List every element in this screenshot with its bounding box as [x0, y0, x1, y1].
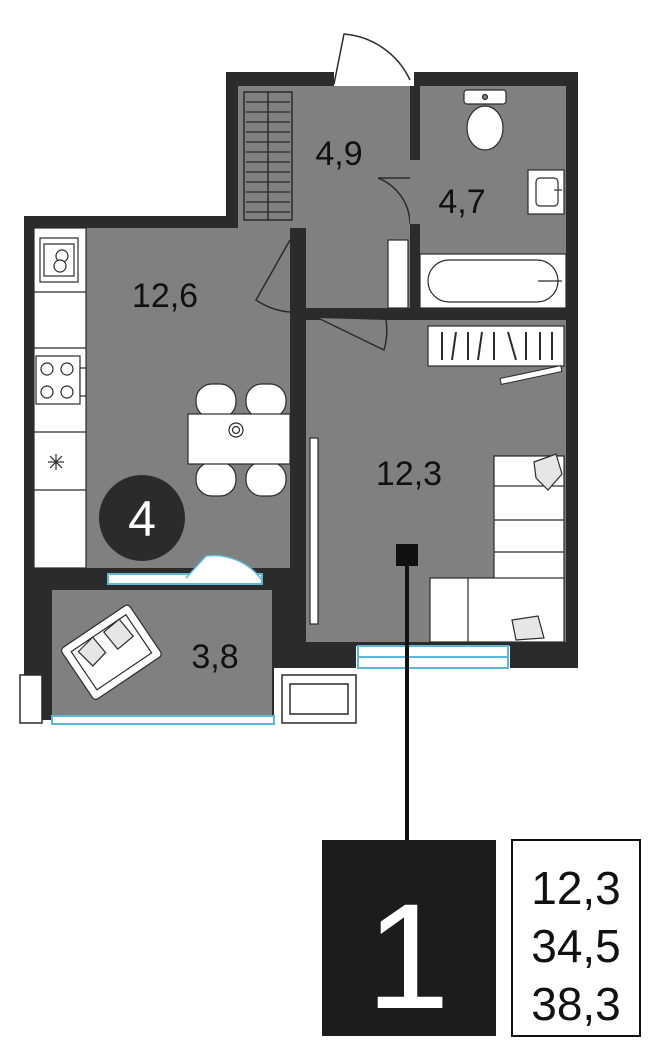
balcony-door [185, 554, 263, 581]
kitchen-door [255, 239, 291, 313]
living-area-label: 12,3 [376, 455, 442, 493]
stove-icon [35, 355, 87, 405]
bath-partition [387, 239, 409, 309]
wardrobe-living [309, 437, 319, 625]
sofa-icon [429, 453, 565, 643]
rooms-count: 1 [366, 872, 449, 1040]
kitchen-sink-icon [39, 237, 79, 283]
hall-area-label: 4,9 [315, 135, 362, 173]
shelf [499, 365, 563, 385]
entrance-door [333, 33, 411, 85]
area-summary: 12,3 34,5 38,3 [511, 839, 641, 1037]
doors [185, 33, 420, 581]
total-with-balcony-value: 38,3 [531, 978, 621, 1030]
armchair-icon [61, 604, 162, 700]
toilet-icon [463, 89, 507, 151]
floor-marker-number: 4 [128, 491, 156, 547]
balcony-window [51, 715, 275, 725]
total-area-value: 34,5 [531, 920, 621, 972]
bathroom-area-label: 4,7 [438, 183, 485, 221]
bathtub-icon [419, 253, 567, 309]
leader-line [396, 544, 418, 840]
living-door [317, 317, 388, 352]
fridge-icon [48, 454, 64, 470]
floor-marker: 4 [99, 475, 185, 561]
bathroom-door [377, 177, 411, 225]
wardrobe [243, 91, 293, 221]
balcony-area-label: 3,8 [191, 638, 238, 676]
rooms-count-box: 1 [322, 840, 496, 1040]
sink-icon [527, 169, 565, 215]
living-area-value: 12,3 [531, 862, 621, 914]
radiator-icon [427, 325, 565, 367]
dining-table [187, 383, 291, 497]
kitchen-area-label: 12,6 [132, 277, 198, 315]
windows [51, 573, 509, 725]
